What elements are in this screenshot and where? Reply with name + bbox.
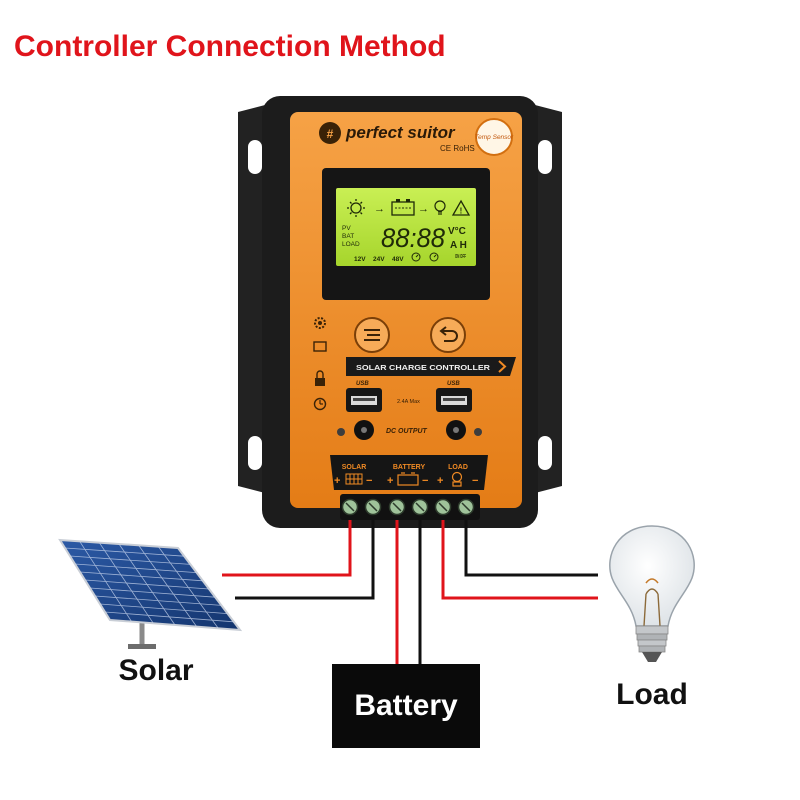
status-led [337,428,345,436]
temp-sensor-label: Temp Sensor [475,134,514,141]
lcd-sun-icon [347,199,365,217]
svg-text:#: # [327,127,334,141]
model-bar [346,357,516,376]
lcd-warning-icon: ! [451,199,471,216]
status-led [474,428,482,436]
svg-text:−: − [422,475,428,487]
usb-current: 2.4A Max [397,399,420,405]
dc-output-label: DC OUTPUT [386,428,428,435]
load-label: Load [616,678,688,711]
wire-load-positive [441,520,598,600]
lcd-bulb-icon [434,200,446,215]
return-button[interactable] [430,317,466,353]
svg-text:−: − [366,475,372,487]
brand-name: perfect suitor [345,123,456,142]
usb-port-right[interactable] [436,388,472,412]
panel-grid-line [89,587,216,598]
chevron-right-icon [498,360,507,373]
brand-logo: # [319,122,341,144]
solar-panel-small-icon [345,473,363,485]
lcd-screen [336,188,476,266]
wire-solar-positive [222,520,352,577]
svg-text:+: + [437,475,443,487]
dc-jack-pin [453,427,459,433]
svg-text:−: − [472,475,478,487]
diagram-title: Controller Connection Method [14,30,446,63]
lcd-arrow-icon: → [418,203,429,215]
charge-controller: # perfect suitor CE RoHS Temp Sensor → → [238,96,562,528]
lcd-digits: 88:88 [381,223,445,253]
wire-solar-negative [235,520,375,600]
mount-slot [248,436,262,470]
solar-panel [58,538,243,649]
lcd-arrow-icon: → [374,203,385,215]
battery-box [332,664,480,748]
lcd-label-bat: BAT [342,233,354,240]
dc-jack-pin [361,427,367,433]
panel-grid-line [104,611,234,623]
lcd-voltage-48: 48V [392,256,404,263]
terminal-label-solar: SOLAR [342,464,367,471]
usb-label: USB [447,381,460,387]
battery-label: Battery [354,689,458,722]
terminal-label-load: LOAD [448,464,468,471]
light-bulb [609,525,695,662]
solar-label: Solar [118,654,193,687]
terminal-screws[interactable] [341,498,475,516]
clock-icon [313,397,327,411]
lcd-voltage-12: 12V [354,256,366,263]
usb-label: USB [356,381,369,387]
svg-text:+: + [334,475,340,487]
wiring [222,520,598,665]
svg-text:+: + [387,475,393,487]
mount-slot [538,436,552,470]
svg-text:!: ! [460,207,463,216]
lcd-on-off: ON OFF [455,254,466,260]
mount-slot [538,140,552,174]
terminal-label-strip [330,455,488,490]
panel-grid-line [79,571,203,582]
lcd-label-load: LOAD [342,241,360,248]
lcd-timer-icon [411,252,439,262]
lock-icon [315,370,325,386]
return-icon [442,330,458,342]
panel-grid-line [69,555,191,565]
terminal-polarity-marks: +− +− +− [334,475,478,487]
panel-grid-line [64,547,185,557]
battery-small-icon [397,472,419,486]
terminal-label-battery: BATTERY [393,464,426,471]
lcd-units-bottom: A H [450,240,467,251]
panel-grid-line [84,579,210,590]
lcd-label-pv: PV [342,225,351,232]
lcd-units-top: V°C [448,226,466,237]
panel-grid-line [99,603,228,614]
lcd-battery-icon [391,199,415,216]
gear-icon [314,317,326,329]
wire-load-negative [464,520,598,577]
menu-button[interactable] [354,317,390,353]
monitor-icon [313,341,327,352]
menu-icon [364,329,380,341]
usb-port-left[interactable] [346,388,382,412]
certification-marks: CE RoHS [440,144,475,153]
lcd-voltage-24: 24V [373,256,385,263]
model-label: SOLAR CHARGE CONTROLLER [356,363,491,372]
mount-slot [248,140,262,174]
bulb-small-icon [451,471,463,487]
panel-grid-line [94,595,222,606]
temp-sensor [475,118,513,156]
panel-grid-line [74,563,197,573]
